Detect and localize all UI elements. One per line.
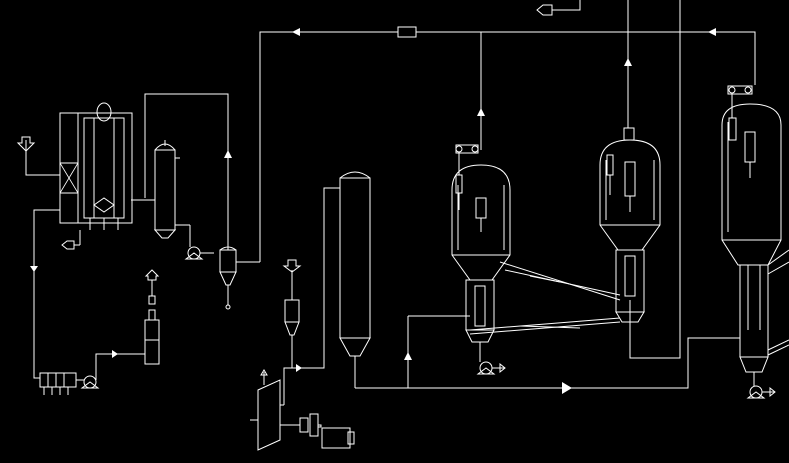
pump-2	[80, 350, 145, 389]
outlet-arrow-icon	[144, 269, 160, 281]
top-return-pipe	[259, 28, 756, 262]
separator-1	[219, 246, 260, 310]
flow-arrow-left	[292, 28, 300, 36]
heater-furnace	[59, 102, 133, 230]
flow-arrow-up	[404, 352, 412, 360]
flow-arrow-up	[477, 108, 485, 116]
flow-arrow-up	[224, 150, 232, 158]
pump-reactor-3	[746, 372, 776, 399]
flow-meter	[397, 26, 417, 38]
reactor-1	[451, 144, 511, 343]
flow-arrow-right	[296, 364, 302, 372]
flow-arrow-down	[30, 266, 38, 272]
transfer-lines-1-2	[469, 261, 621, 335]
compressor	[250, 187, 355, 451]
pump-1	[184, 225, 214, 260]
outlet-arrow-icon	[61, 240, 75, 250]
flow-arrow-right	[562, 382, 572, 394]
inlet-arrow-icon	[282, 259, 302, 273]
pump-reactor-1	[476, 342, 506, 375]
bottom-header-pipe	[355, 315, 740, 394]
heat-exchanger	[131, 140, 190, 239]
flow-arrow-up	[624, 58, 632, 66]
outlet-arrow-icon	[536, 4, 553, 16]
flow-arrow-left	[708, 28, 716, 36]
separator-2	[282, 259, 302, 368]
air-inlet	[16, 136, 60, 176]
filter-unit	[39, 372, 84, 395]
small-tank	[144, 269, 160, 365]
flow-arrow-right	[112, 350, 118, 358]
inlet-arrow-icon	[16, 136, 36, 152]
outlet-stream-top	[536, 0, 581, 16]
tall-column	[339, 171, 371, 388]
reactor-3	[721, 85, 789, 373]
